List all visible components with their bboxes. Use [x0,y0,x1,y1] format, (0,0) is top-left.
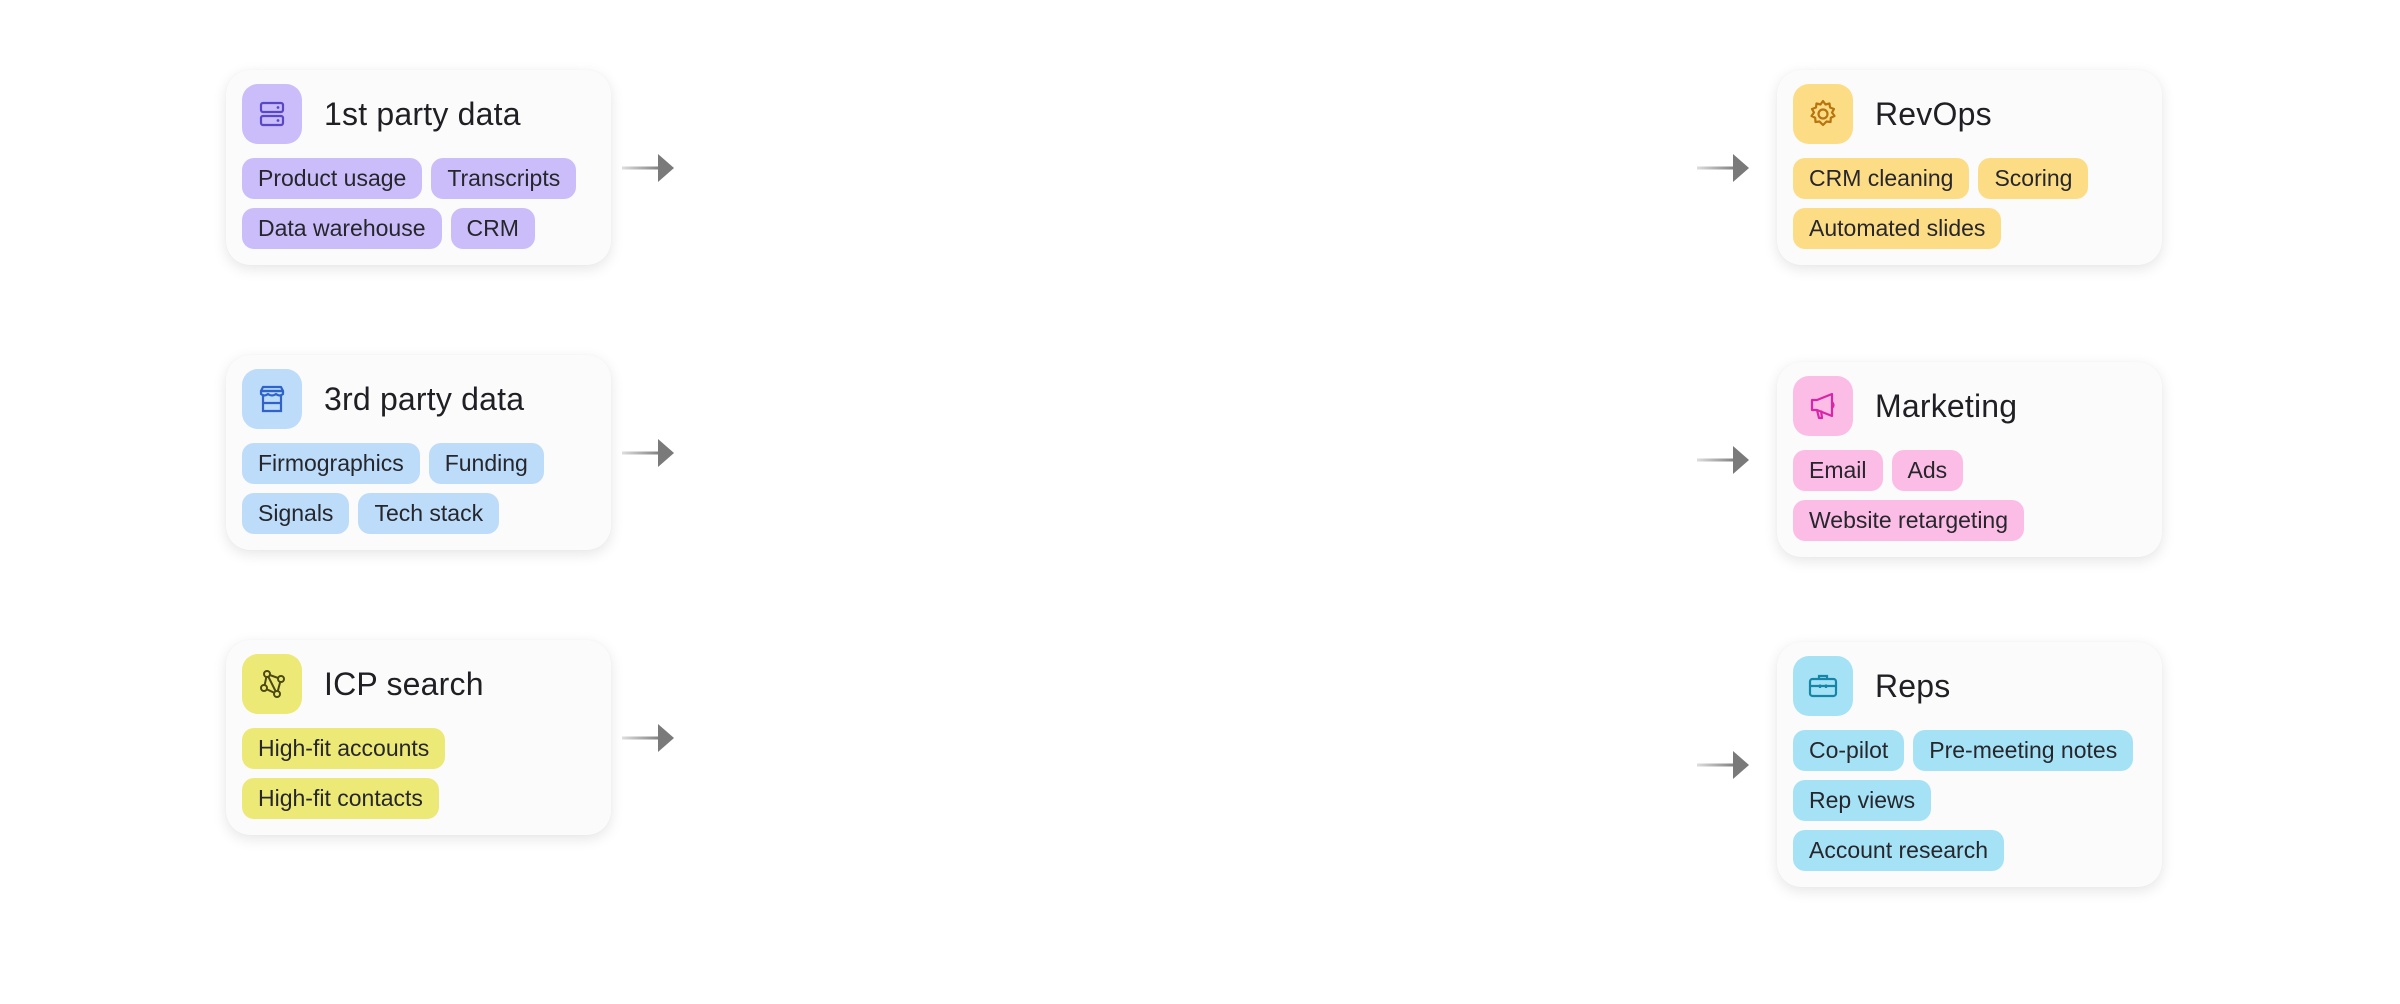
destination-arrow [1697,750,1749,779]
card-header: Marketing [1793,376,2146,436]
tag-chip: Ads [1891,450,1964,491]
tag-chip: Email [1793,450,1883,491]
tag-chip: Data warehouse [242,208,442,249]
tag-chip: Co-pilot [1793,730,1905,771]
briefcase-icon [1793,656,1853,716]
tag-chip: Funding [428,443,544,484]
destination-arrow [1697,153,1749,182]
card-header: 1st party data [242,84,595,144]
card-title: Reps [1875,667,1951,704]
card-header: 3rd party data [242,369,595,429]
tag-chip: Pre-meeting notes [1913,730,2134,771]
card-title: 3rd party data [324,380,525,417]
server-icon [242,84,302,144]
card-header: RevOps [1793,84,2146,144]
tag-chip: Tech stack [358,493,500,534]
card-title: 1st party data [324,95,521,132]
storefront-icon [242,369,302,429]
tag-chip: High-fit accounts [242,728,446,769]
tag-chip: Transcripts [431,158,577,199]
source-arrow [622,723,674,752]
card-title: Marketing [1875,387,2018,424]
tag-chip: Scoring [1978,158,2089,199]
destination-arrow [1697,445,1749,474]
tag-chip: CRM cleaning [1793,158,1970,199]
tag-chip: Automated slides [1793,208,2002,249]
tag-chip: Account research [1793,830,2004,871]
card-header: Reps [1793,656,2146,716]
source-arrow [622,153,674,182]
megaphone-icon [1793,376,1853,436]
card-header: ICP search [242,654,595,714]
tag-chip: Signals [242,493,350,534]
network-nodes-icon [242,654,302,714]
tag-chip: Rep views [1793,780,1932,821]
tag-chip: High-fit contacts [242,778,439,819]
tag-chip: Firmographics [242,443,420,484]
gear-icon [1793,84,1853,144]
tag-chip: Website retargeting [1793,500,2025,541]
card-title: RevOps [1875,95,1992,132]
tag-chip: Product usage [242,158,423,199]
card-title: ICP search [324,665,484,702]
source-arrow [622,438,674,467]
tag-chip: CRM [450,208,535,249]
